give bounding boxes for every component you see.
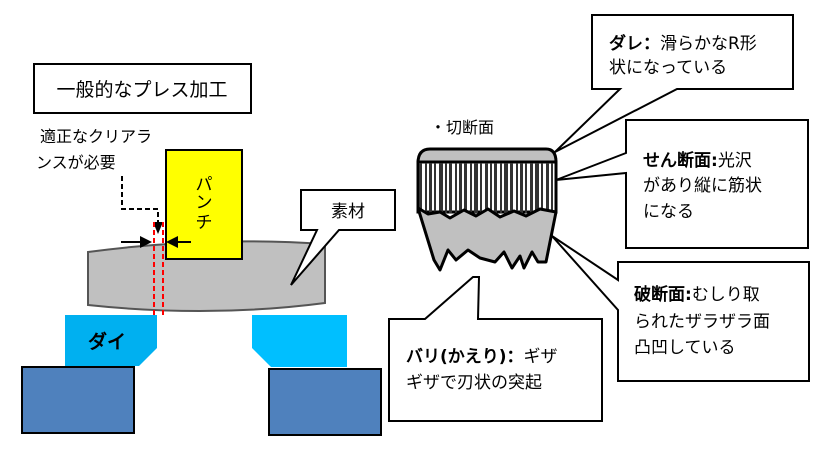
svg-text:破断面:むしり取: 破断面:むしり取 (634, 284, 760, 305)
callout-burr-line-1: ギザ (524, 347, 558, 367)
clearance-leader-line (121, 176, 159, 222)
callout-fracture-line-3: 凸凹している (634, 338, 736, 358)
clearance-arrow-icon (153, 222, 163, 234)
shear-stripe (546, 163, 549, 213)
shear-stripe (419, 163, 422, 213)
shear-stripe (439, 163, 443, 213)
shear-stripe (434, 163, 436, 213)
callout-shear-line-2: があり縦に筋状 (643, 176, 762, 196)
shear-stripe (520, 163, 523, 213)
fracture-zone (416, 206, 558, 272)
shear-stripe (490, 163, 492, 213)
arrow-left-icon (166, 236, 178, 248)
shear-stripe (425, 163, 427, 213)
shear-stripe (445, 163, 447, 213)
material-callout: 素材 (290, 189, 396, 286)
svg-text:せん断面:光沢: せん断面:光沢 (643, 150, 752, 171)
svg-text:バリ(かえり)：ギザ: バリ(かえり)：ギザ (406, 347, 558, 367)
die-left: ダイ (65, 315, 157, 366)
die-left-shape (65, 315, 157, 366)
punch-label-3: チ (196, 213, 213, 233)
section-title: ・切断面 (430, 118, 494, 137)
svg-text:ダレ：滑らかなR形: ダレ：滑らかなR形 (609, 33, 757, 54)
shear-stripe (470, 163, 472, 213)
callout-fracture: 破断面:むしり取 られたザラザラ面 凸凹している (551, 235, 810, 382)
cut-section (416, 147, 558, 272)
shear-stripe (464, 163, 467, 213)
punch-label-1: パ (196, 175, 213, 195)
shear-stripe (551, 163, 553, 213)
shear-stripe (449, 163, 452, 213)
shear-stripe (500, 163, 502, 213)
shear-stripe (510, 163, 513, 213)
shear-stripe (530, 163, 533, 213)
shear-stripe (429, 163, 432, 213)
shear-stripe (480, 163, 482, 213)
punch-label-2: ン (196, 193, 213, 213)
callout-shear: せん断面:光沢 があり縦に筋状 になる (555, 119, 809, 249)
shear-stripe (535, 163, 539, 213)
arrow-right-icon (140, 236, 152, 248)
callout-rollover: ダレ：滑らかなR形 状になっている (554, 14, 794, 153)
shear-stripe (525, 163, 527, 213)
callout-burr: バリ(かえり)：ギザ ギザで刃状の突起 (388, 276, 603, 422)
die-label: ダイ (88, 330, 126, 353)
shear-stripe (459, 163, 462, 213)
clearance-note-line-2: ンスが必要 (36, 153, 116, 172)
title-text: 一般的なプレス加工 (56, 79, 227, 101)
shear-stripe (474, 163, 478, 213)
material-label: 素材 (331, 202, 365, 222)
holder-right (268, 368, 382, 436)
die-right-shape (252, 315, 347, 367)
callout-fracture-line-2: られたザラザラ面 (634, 312, 770, 332)
clearance-note: 適正なクリアラ ンスが必要 (36, 127, 163, 234)
callout-rollover-line-1: 滑らかなR形 (660, 34, 757, 54)
callout-shear-line-1: 光沢 (718, 151, 752, 171)
shear-stripe (455, 163, 457, 213)
callout-fracture-line-1: むしり取 (692, 285, 760, 305)
punch-shape (165, 149, 243, 260)
clearance-arrows (121, 236, 191, 248)
shear-zone (416, 160, 558, 214)
shear-stripe (485, 163, 488, 213)
title-box: 一般的なプレス加工 (33, 63, 252, 114)
callout-burr-term: バリ(かえり)： (406, 347, 524, 367)
callout-shear-line-3: になる (643, 202, 694, 222)
callout-fracture-term: 破断面: (634, 284, 692, 305)
shear-stripe (494, 163, 497, 213)
callout-rollover-term: ダレ： (609, 33, 660, 54)
holder-left (21, 366, 135, 434)
punch: パ ン チ (165, 149, 243, 260)
shear-stripe (516, 163, 518, 213)
clearance-note-line-1: 適正なクリアラ (40, 127, 152, 146)
callout-shear-term: せん断面: (643, 150, 718, 171)
shear-stripe (541, 163, 543, 213)
callout-burr-line-2: ギザで刃状の突起 (406, 373, 542, 393)
shear-stripe (504, 163, 508, 213)
callout-rollover-line-2: 状になっている (609, 58, 727, 78)
